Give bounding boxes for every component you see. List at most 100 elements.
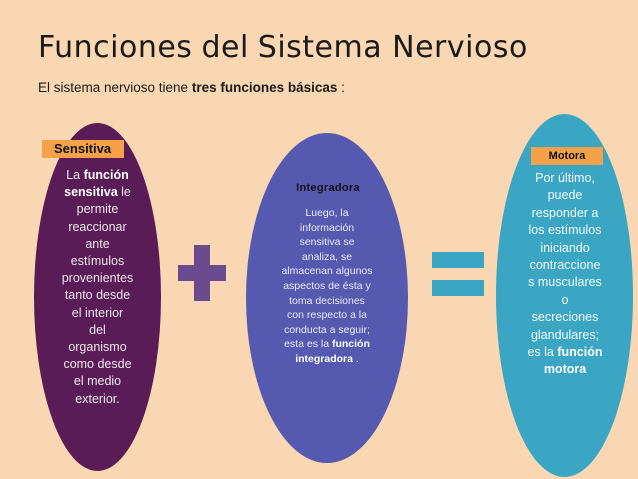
line-text: el medio (73, 374, 122, 389)
line-text: organismo (68, 340, 127, 355)
line-text: conducta a seguir; (284, 323, 370, 336)
plus-vertical-bar (194, 245, 210, 301)
description-line: almacenan algunos (262, 264, 392, 279)
subtitle-text: El sistema nervioso tiene (38, 80, 192, 95)
description-line: con respecto a la (262, 308, 392, 323)
line-bold-text: integradora (295, 352, 353, 365)
description-line: secreciones (506, 309, 624, 326)
description-line: Por último, (506, 170, 624, 187)
description-line: los estímulos (506, 222, 624, 239)
line-text: permite (76, 202, 119, 217)
description-line: Luego, la (262, 206, 392, 221)
description-line: responder a (506, 205, 624, 222)
description-line: integradora . (262, 352, 392, 367)
line-bold-text: motora (543, 362, 587, 377)
equals-top-bar (432, 252, 484, 268)
line-text: el interior (71, 305, 124, 320)
line-text: secreciones (531, 310, 599, 325)
line-text: sensitiva se (299, 236, 355, 249)
equals-bottom-bar (432, 280, 484, 296)
line-text: del (89, 322, 106, 337)
line-text: . (352, 352, 359, 365)
line-text: ante (85, 236, 110, 251)
line-text: es la (527, 345, 558, 360)
plus-sign-icon (178, 245, 226, 301)
subtitle-suffix: : (337, 80, 345, 95)
line-text: almacenan algunos (281, 265, 373, 278)
line-text: esta es la (284, 338, 332, 351)
line-text: iniciando (540, 240, 590, 255)
description-line: esta es la función (262, 337, 392, 352)
line-text: le (117, 185, 131, 200)
description-line: organismo (40, 339, 155, 356)
line-text: provenientes (61, 271, 134, 286)
description-line: tanto desde (40, 287, 155, 304)
motora-heading: Motora (531, 147, 603, 165)
description-line: aspectos de ésta y (262, 279, 392, 294)
description-line: ante (40, 236, 155, 253)
description-line: contraccione (506, 257, 624, 274)
line-bold-text: función (331, 338, 370, 351)
description-line: del (40, 322, 155, 339)
line-text: glandulares; (530, 327, 600, 342)
motora-oval (496, 114, 633, 477)
description-line: puede (506, 187, 624, 204)
description-line: sensitiva se (262, 235, 392, 250)
line-text: puede (547, 188, 583, 203)
line-text: reaccionar (68, 219, 127, 234)
title-word-1: Funciones (38, 30, 193, 65)
line-text: con respecto a la (287, 309, 367, 322)
equals-sign-icon (432, 252, 484, 296)
description-line: provenientes (40, 270, 155, 287)
subtitle-bold-text: tres funciones básicas (191, 80, 338, 95)
line-text: responder a (531, 205, 599, 220)
description-line: glandulares; (506, 327, 624, 344)
description-line: s musculares (506, 274, 624, 291)
integradora-heading: Integradora (296, 182, 360, 194)
line-text: analiza, se (301, 250, 353, 263)
line-text: o (561, 292, 569, 307)
title-word-3: Sistema Nervioso (257, 30, 528, 65)
line-bold-text: función (557, 345, 603, 360)
description-line: permite (40, 201, 155, 218)
sensitiva-heading: Sensitiva (42, 140, 124, 158)
description-line: iniciando (506, 240, 624, 257)
line-text: exterior. (75, 391, 120, 406)
description-line: el interior (40, 305, 155, 322)
line-text: Por último, (535, 171, 595, 185)
line-text: los estímulos (528, 223, 602, 238)
line-text: contraccione (529, 258, 601, 273)
description-line: es la función (506, 344, 624, 361)
description-line: La función (40, 167, 155, 184)
title-word-2: del (201, 30, 249, 65)
description-line: sensitiva le (40, 184, 155, 201)
description-line: toma decisiones (262, 294, 392, 309)
motora-description: Por último, puede responder a los estímulos… (506, 170, 624, 379)
line-text: toma decisiones (289, 294, 365, 307)
description-line: información (262, 221, 392, 236)
line-text: aspectos de ésta y (283, 279, 371, 292)
description-line: analiza, se (262, 250, 392, 265)
description-line: motora (506, 361, 624, 378)
description-line: conducta a seguir; (262, 323, 392, 338)
line-text: información (299, 221, 355, 234)
description-line: reaccionar (40, 219, 155, 236)
line-text: como desde (63, 357, 132, 372)
description-line: como desde (40, 356, 155, 373)
line-text: s musculares (528, 275, 602, 290)
line-text: Luego, la (305, 207, 349, 219)
line-text: tanto desde (64, 288, 131, 303)
line-text: La (66, 168, 84, 182)
sensitiva-oval (34, 123, 161, 471)
description-line: estímulos (40, 253, 155, 270)
line-bold-text: sensitiva (64, 185, 118, 200)
integradora-oval (246, 133, 408, 463)
line-text: estímulos (70, 254, 125, 269)
description-line: o (506, 292, 624, 309)
description-line: el medio (40, 373, 155, 390)
slide-subtitle: El sistema nervioso tiene tres funciones… (38, 80, 345, 95)
